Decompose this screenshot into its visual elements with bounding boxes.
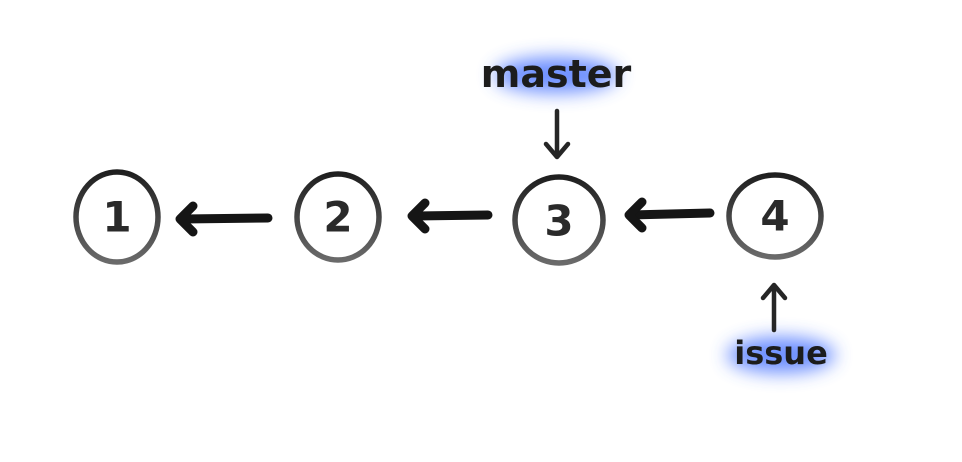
parent-arrow-2-to-1 bbox=[175, 201, 273, 237]
parent-arrow-3-to-2 bbox=[407, 198, 493, 234]
branch-pointer-master: master bbox=[481, 52, 632, 160]
branch-label-issue: issue bbox=[734, 334, 828, 372]
commit-label-2: 2 bbox=[323, 193, 352, 242]
commit-label-3: 3 bbox=[544, 197, 573, 246]
branch-label-master: master bbox=[481, 52, 632, 96]
commit-label-1: 1 bbox=[102, 193, 131, 242]
master-highlight bbox=[494, 57, 618, 93]
commit-node-2: 2 bbox=[294, 171, 382, 263]
commit-node-4: 4 bbox=[726, 172, 824, 260]
parent-arrow-4-to-3 bbox=[624, 197, 715, 233]
commit-node-3: 3 bbox=[512, 174, 606, 266]
commit-node-1: 1 bbox=[73, 169, 161, 265]
branch-pointer-issue: issue bbox=[727, 282, 835, 373]
commit-label-4: 4 bbox=[760, 192, 789, 241]
issue-highlight bbox=[727, 337, 835, 373]
